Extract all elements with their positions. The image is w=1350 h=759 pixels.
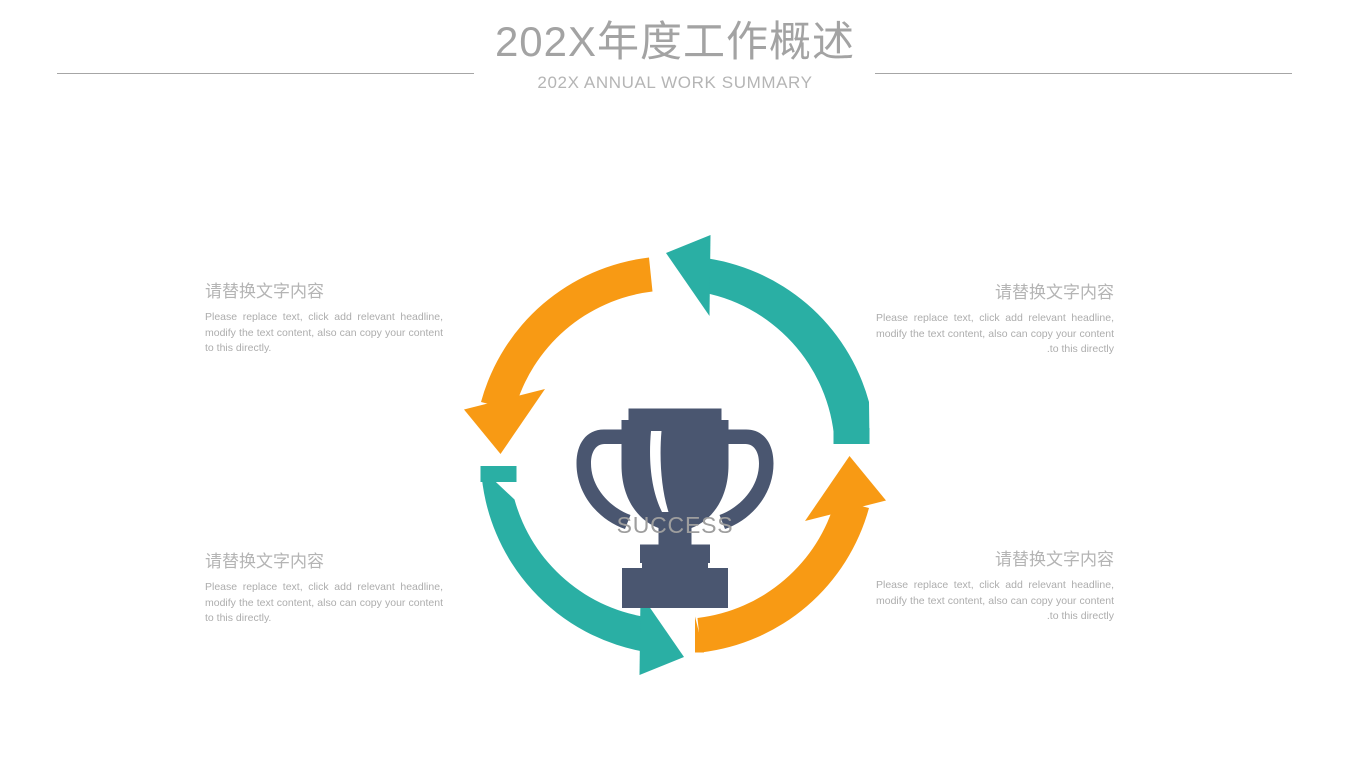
success-label: SUCCESS (616, 512, 734, 538)
arrow-top-left-path (481, 257, 653, 411)
arrow-top-left-shape (464, 257, 653, 454)
arrow-top-right-head (666, 235, 711, 316)
callout-heading: 请替换文字内容 (205, 552, 324, 571)
arrow-bottom-right-path (697, 499, 869, 653)
arrow-bottom-right-shape (695, 456, 886, 653)
title-block: 202X年度工作概述 202X ANNUAL WORK SUMMARY (0, 16, 1350, 94)
arrow-bottom-left-head (639, 594, 684, 675)
cycle-diagram (452, 232, 898, 678)
callout-body: Please replace text, click add relevant … (205, 311, 443, 354)
page-subtitle: 202X ANNUAL WORK SUMMARY (537, 73, 813, 92)
arrow-bottom-right-head (805, 456, 886, 521)
arrow-bottom-left-tail (480, 466, 517, 482)
callout-heading: 请替换文字内容 (995, 283, 1114, 302)
arrow-top-right-tail (833, 428, 870, 444)
callout-body: Please replace text, click add relevant … (205, 581, 443, 624)
callout-body: Please replace text, click add relevant … (876, 579, 1114, 622)
callout-body: Please replace text, click add relevant … (876, 312, 1114, 355)
trophy-icon (576, 408, 774, 608)
page-title: 202X年度工作概述 (494, 18, 856, 65)
callout-bottom-left[interactable]: 请替换文字内容 Please replace text, click add r… (205, 550, 443, 627)
header-rule-right (875, 73, 1292, 74)
slide-header: 202X年度工作概述 202X ANNUAL WORK SUMMARY (0, 0, 1350, 120)
header-rule-left (57, 73, 474, 74)
callout-bottom-right[interactable]: 请替换文字内容 Please replace text, click add r… (876, 548, 1114, 625)
callout-heading: 请替换文字内容 (205, 282, 324, 301)
arrow-top-right-shape (666, 235, 870, 444)
arrow-bottom-left-shape (480, 466, 684, 675)
arrow-top-right-path (697, 257, 870, 441)
callout-top-right[interactable]: 请替换文字内容 Please replace text, click add r… (876, 281, 1114, 358)
arrow-bottom-right-tail (695, 616, 704, 653)
callout-top-left[interactable]: 请替换文字内容 Please replace text, click add r… (205, 280, 443, 357)
arrow-top-left-head (464, 389, 545, 454)
callout-heading: 请替换文字内容 (995, 550, 1114, 569)
arrow-bottom-left-path (481, 468, 653, 653)
